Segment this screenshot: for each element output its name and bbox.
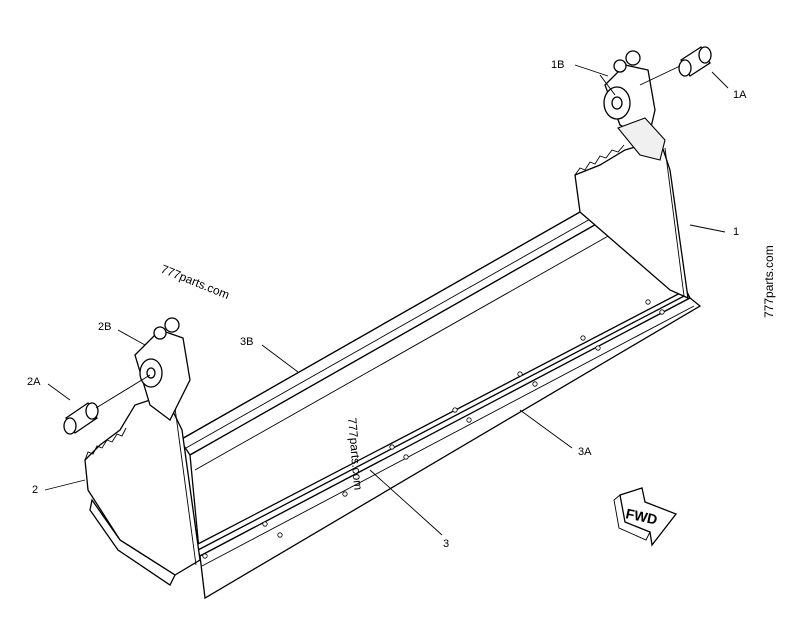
right-bushing xyxy=(639,46,712,86)
callout-1b: 1B xyxy=(551,59,564,71)
right-upper-eye xyxy=(625,50,641,66)
watermark-right: 777parts.com xyxy=(762,245,776,318)
left-hinge-bracket xyxy=(134,317,191,421)
leader-lines xyxy=(44,64,729,536)
edge-bolt-holes xyxy=(202,299,665,559)
right-side-plate xyxy=(574,139,689,300)
fwd-direction-arrow: FWD xyxy=(613,487,678,547)
left-side-plate xyxy=(84,394,201,586)
callout-3b: 3B xyxy=(240,336,253,348)
watermark-center: 777parts.com xyxy=(345,417,365,491)
right-hinge-bracket xyxy=(599,50,666,161)
fwd-label: FWD xyxy=(624,505,659,527)
left-bushing xyxy=(63,374,151,435)
bucket-body xyxy=(179,211,702,600)
callout-1a: 1A xyxy=(733,89,747,101)
base-edge xyxy=(199,297,702,600)
callout-2b: 2B xyxy=(98,321,111,333)
callout-2: 2 xyxy=(32,484,38,496)
callout-labels: 1 1A 1B 2 2A 2B 3 3A 3B xyxy=(27,59,747,550)
right-side-plate-body xyxy=(574,139,689,300)
callout-2a: 2A xyxy=(27,376,41,388)
right-hinge-pad xyxy=(617,117,666,161)
callout-1: 1 xyxy=(733,226,739,238)
left-side-plate-body xyxy=(84,394,201,576)
left-upper-eye xyxy=(164,317,180,333)
watermark-top-left: 777parts.com xyxy=(159,262,232,302)
fwd-arrow-shape xyxy=(619,487,678,547)
callout-3: 3 xyxy=(443,538,449,550)
callout-3a: 3A xyxy=(578,446,592,458)
